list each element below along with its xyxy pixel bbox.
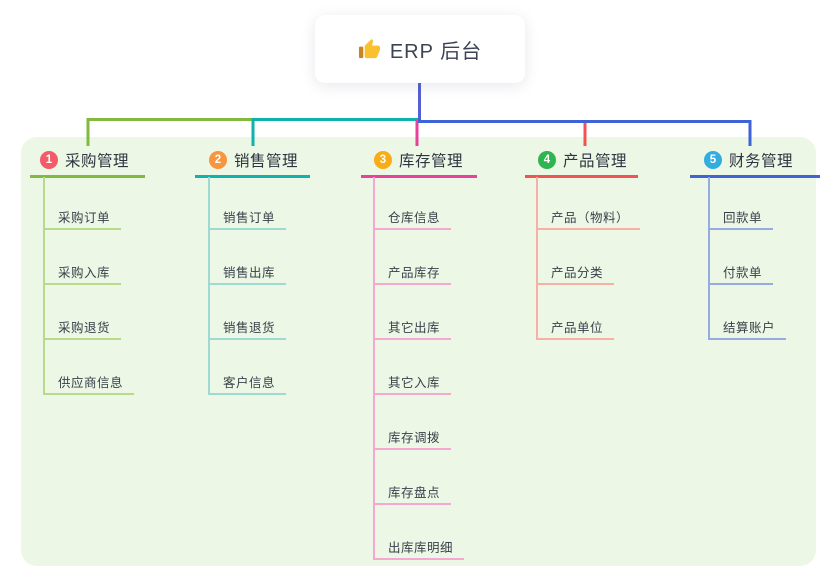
child-underline xyxy=(208,283,286,285)
child-underline xyxy=(208,338,286,340)
child-node[interactable]: 销售订单 xyxy=(223,211,276,225)
child-node[interactable]: 销售出库 xyxy=(223,266,276,280)
child-node[interactable]: 库存调拨 xyxy=(388,431,441,445)
child-node[interactable]: 产品（物料） xyxy=(551,211,630,225)
child-underline xyxy=(373,448,451,450)
child-node[interactable]: 供应商信息 xyxy=(58,376,124,390)
child-node[interactable]: 采购退货 xyxy=(58,321,111,335)
branch-2-number-badge: 2 xyxy=(209,151,227,169)
branch-title: 采购管理 xyxy=(65,153,130,170)
child-trunk-line xyxy=(373,177,375,560)
branch-title: 销售管理 xyxy=(234,153,299,170)
child-underline xyxy=(43,393,134,395)
child-node[interactable]: 客户信息 xyxy=(223,376,276,390)
child-node[interactable]: 销售退货 xyxy=(223,321,276,335)
child-node[interactable]: 出库库明细 xyxy=(388,541,454,555)
connector-branch-2 xyxy=(251,83,421,146)
child-node[interactable]: 库存盘点 xyxy=(388,486,441,500)
child-underline xyxy=(536,228,640,230)
child-node[interactable]: 产品单位 xyxy=(551,321,604,335)
child-node[interactable]: 产品分类 xyxy=(551,266,604,280)
child-underline xyxy=(373,503,451,505)
child-node[interactable]: 其它出库 xyxy=(388,321,441,335)
branch-underline xyxy=(525,175,638,178)
branch-underline xyxy=(30,175,145,178)
branch-title: 库存管理 xyxy=(399,153,464,170)
child-underline xyxy=(43,228,121,230)
child-node[interactable]: 采购订单 xyxy=(58,211,111,225)
branch-underline xyxy=(361,175,477,178)
branches-panel-background xyxy=(21,137,816,566)
child-underline xyxy=(708,228,773,230)
branch-title: 产品管理 xyxy=(563,153,628,170)
child-trunk-line xyxy=(708,177,710,340)
branch-underline xyxy=(195,175,310,178)
child-node[interactable]: 结算账户 xyxy=(723,321,776,335)
branch-underline xyxy=(690,175,820,178)
branch-node-2[interactable]: 2 销售管理 xyxy=(209,149,298,171)
child-trunk-line xyxy=(536,177,538,340)
child-underline xyxy=(373,283,451,285)
branch-5-number-badge: 5 xyxy=(704,151,722,169)
child-underline xyxy=(373,558,464,560)
child-underline xyxy=(708,338,786,340)
child-underline xyxy=(373,228,451,230)
child-underline xyxy=(43,338,121,340)
child-node[interactable]: 其它入库 xyxy=(388,376,441,390)
child-underline xyxy=(536,338,614,340)
child-node[interactable]: 仓库信息 xyxy=(388,211,441,225)
branch-3-number-badge: 3 xyxy=(374,151,392,169)
branch-node-4[interactable]: 4 产品管理 xyxy=(538,149,627,171)
branch-4-number-badge: 4 xyxy=(538,151,556,169)
child-trunk-line xyxy=(208,177,210,395)
branch-node-5[interactable]: 5 财务管理 xyxy=(704,149,793,171)
branch-1-number-badge: 1 xyxy=(40,151,58,169)
child-underline xyxy=(708,283,773,285)
branch-node-3[interactable]: 3 库存管理 xyxy=(374,149,463,171)
child-underline xyxy=(536,283,614,285)
root-node[interactable]: ERP 后台 xyxy=(315,15,525,83)
branch-node-1[interactable]: 1 采购管理 xyxy=(40,149,129,171)
child-trunk-line xyxy=(43,177,45,395)
branch-title: 财务管理 xyxy=(729,153,794,170)
child-node[interactable]: 付款单 xyxy=(723,266,763,280)
child-underline xyxy=(43,283,121,285)
root-title: ERP 后台 xyxy=(389,40,483,63)
child-underline xyxy=(208,228,286,230)
child-underline xyxy=(373,393,451,395)
thumbs-up-icon xyxy=(358,38,381,61)
child-node[interactable]: 采购入库 xyxy=(58,266,111,280)
connector-branch-4 xyxy=(418,83,587,146)
child-underline xyxy=(373,338,451,340)
child-underline xyxy=(208,393,286,395)
child-node[interactable]: 产品库存 xyxy=(388,266,441,280)
child-node[interactable]: 回款单 xyxy=(723,211,763,225)
